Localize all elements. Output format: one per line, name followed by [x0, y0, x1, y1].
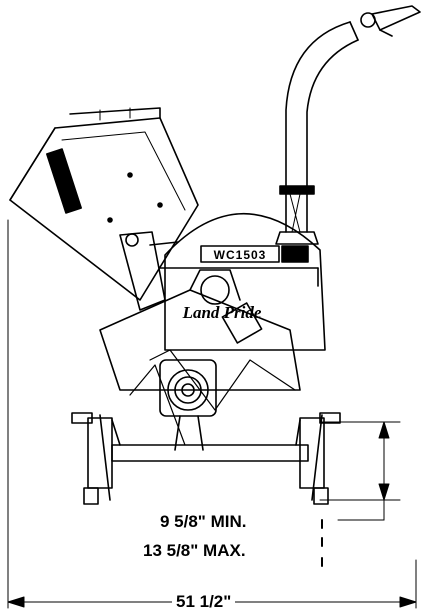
flywheel-housing — [159, 212, 326, 351]
latch-handle — [221, 302, 263, 344]
pto-shaft-icon — [167, 369, 209, 411]
brand-script: Land Pride — [182, 303, 262, 322]
overall-width-label: 51 1/2" — [172, 592, 236, 612]
height-dimension — [319, 421, 401, 567]
hopper-hinge-bracket — [119, 231, 179, 311]
height-min-label: 9 5/8" MIN. — [160, 512, 247, 531]
hitch-frame — [71, 412, 341, 505]
feed-hopper — [9, 107, 199, 301]
right-lift-pin — [299, 417, 325, 489]
height-max-label: 13 5/8" MAX. — [143, 541, 246, 560]
warning-decal — [46, 148, 82, 214]
discharge-chute — [275, 5, 421, 245]
model-plate — [200, 245, 280, 263]
chipper-frame — [99, 269, 301, 446]
left-lift-pin — [87, 417, 113, 489]
model-plate-text: WC1503 — [214, 248, 267, 262]
